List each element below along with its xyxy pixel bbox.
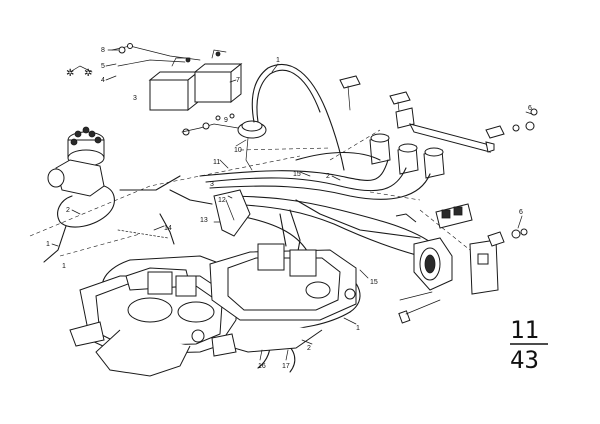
- callout-13: 13: [200, 217, 208, 224]
- callout-17: 17: [282, 363, 290, 370]
- callout-3: 3: [133, 95, 137, 102]
- callout-7: 7: [236, 77, 240, 84]
- intake-manifold: [69, 243, 357, 377]
- callout-15: 15: [293, 171, 301, 178]
- callout-2c: 2: [307, 345, 311, 352]
- callout-leaders: [51, 49, 533, 361]
- svg-text:✲: ✲: [66, 68, 74, 79]
- injector-bracket: [339, 75, 538, 179]
- callout-10: 10: [234, 147, 242, 154]
- callout-1c: 1: [356, 325, 360, 332]
- callout-2b: 2: [326, 173, 330, 180]
- callout-3b: 3: [210, 181, 214, 188]
- page-number-top: 11: [510, 316, 539, 344]
- wiring-harness: [101, 151, 441, 373]
- svg-text:✲: ✲: [84, 68, 92, 79]
- callout-9: 9: [224, 117, 228, 124]
- callout-6: 6: [528, 105, 532, 112]
- page-number-bottom: 43: [510, 346, 539, 374]
- bracket: [213, 189, 251, 237]
- callout-2: 2: [66, 207, 70, 214]
- callout-11: 11: [213, 159, 220, 166]
- callout-15b: 15: [370, 279, 378, 286]
- distributor: [43, 126, 115, 263]
- callout-1: 1: [276, 57, 280, 64]
- callout-8: 8: [101, 47, 105, 54]
- page-number: 11 43: [510, 316, 548, 374]
- callout-labels: 8 5 4 3 7 1 9 10 6 2 1 11 3 12 13 14 15 …: [46, 47, 532, 370]
- callout-14: 14: [164, 225, 172, 232]
- callout-5: 5: [101, 63, 105, 70]
- callout-12: 12: [218, 197, 226, 204]
- relay-assembly: ✲ ✲: [66, 43, 243, 112]
- callout-4: 4: [101, 77, 105, 84]
- callout-6b: 6: [519, 209, 523, 216]
- connector-block: [395, 203, 528, 324]
- callout-16: 16: [258, 363, 266, 370]
- callout-1d: 1: [62, 263, 66, 270]
- callout-1b: 1: [46, 241, 50, 248]
- vacuum-unit: [181, 63, 345, 171]
